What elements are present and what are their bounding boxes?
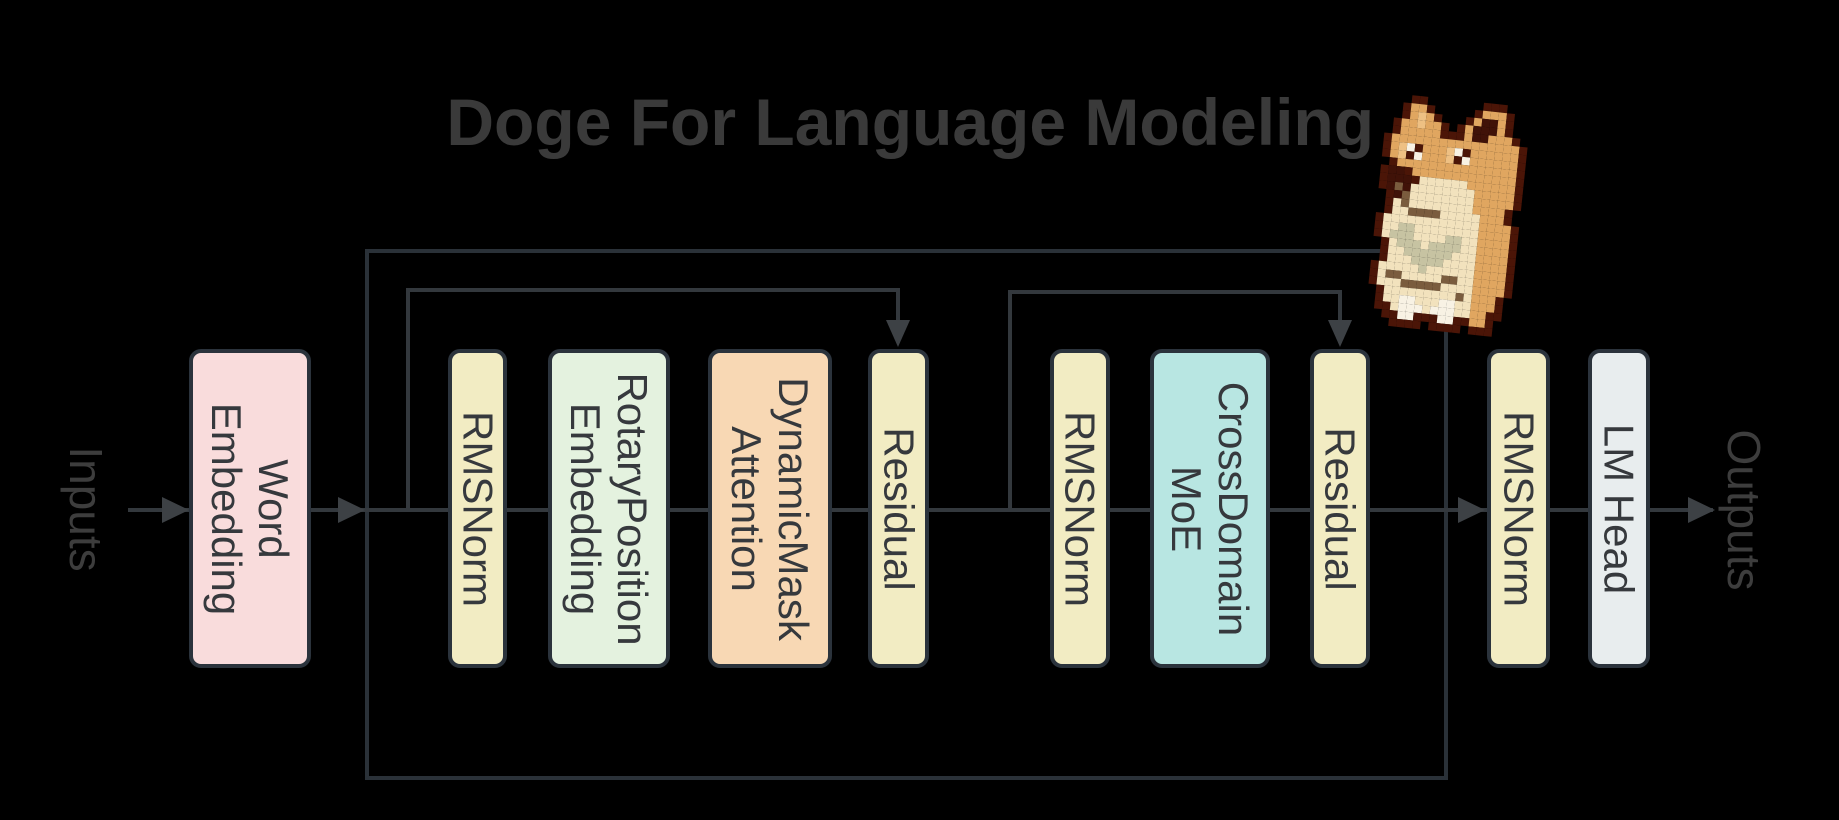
skip2-left-line [1008,292,1012,510]
doge-pixel-art [1364,93,1539,340]
block-label: RMSNorm [1056,410,1104,607]
skip2-right-line [1338,290,1342,322]
skip2-top-line [1008,290,1342,294]
page-title: Doge For Language Modeling [446,85,1375,159]
layer-loop-rect [365,249,1448,780]
block-rmsnorm-2: RMSNorm [1050,349,1110,668]
residual1-arrowhead-icon [886,320,910,347]
residual2-arrowhead-icon [1328,320,1352,347]
inputs-label: Inputs [60,446,112,572]
outputs-label: Outputs [1718,429,1770,591]
skip1-right-line [896,288,900,322]
block-label: Residual [875,426,923,591]
norm-arrowhead-icon [1458,497,1485,523]
block-label: LM Head [1595,423,1643,594]
block-label: RMSNorm [1495,410,1543,607]
block-rmsnorm-1: RMSNorm [448,349,507,668]
block-residual-1: Residual [868,349,929,668]
skip1-top-line [406,288,898,292]
embed-arrowhead-icon [338,497,365,523]
block-rmsnorm-3: RMSNorm [1487,349,1550,668]
block-label: Residual [1316,426,1364,591]
skip1-left-line [406,290,410,510]
block-lm-head: LM Head [1588,349,1650,668]
block-residual-2: Residual [1310,349,1370,668]
output-arrowhead-icon [1688,497,1715,523]
block-label: RMSNorm [454,410,502,607]
input-arrowhead-icon [162,497,189,523]
